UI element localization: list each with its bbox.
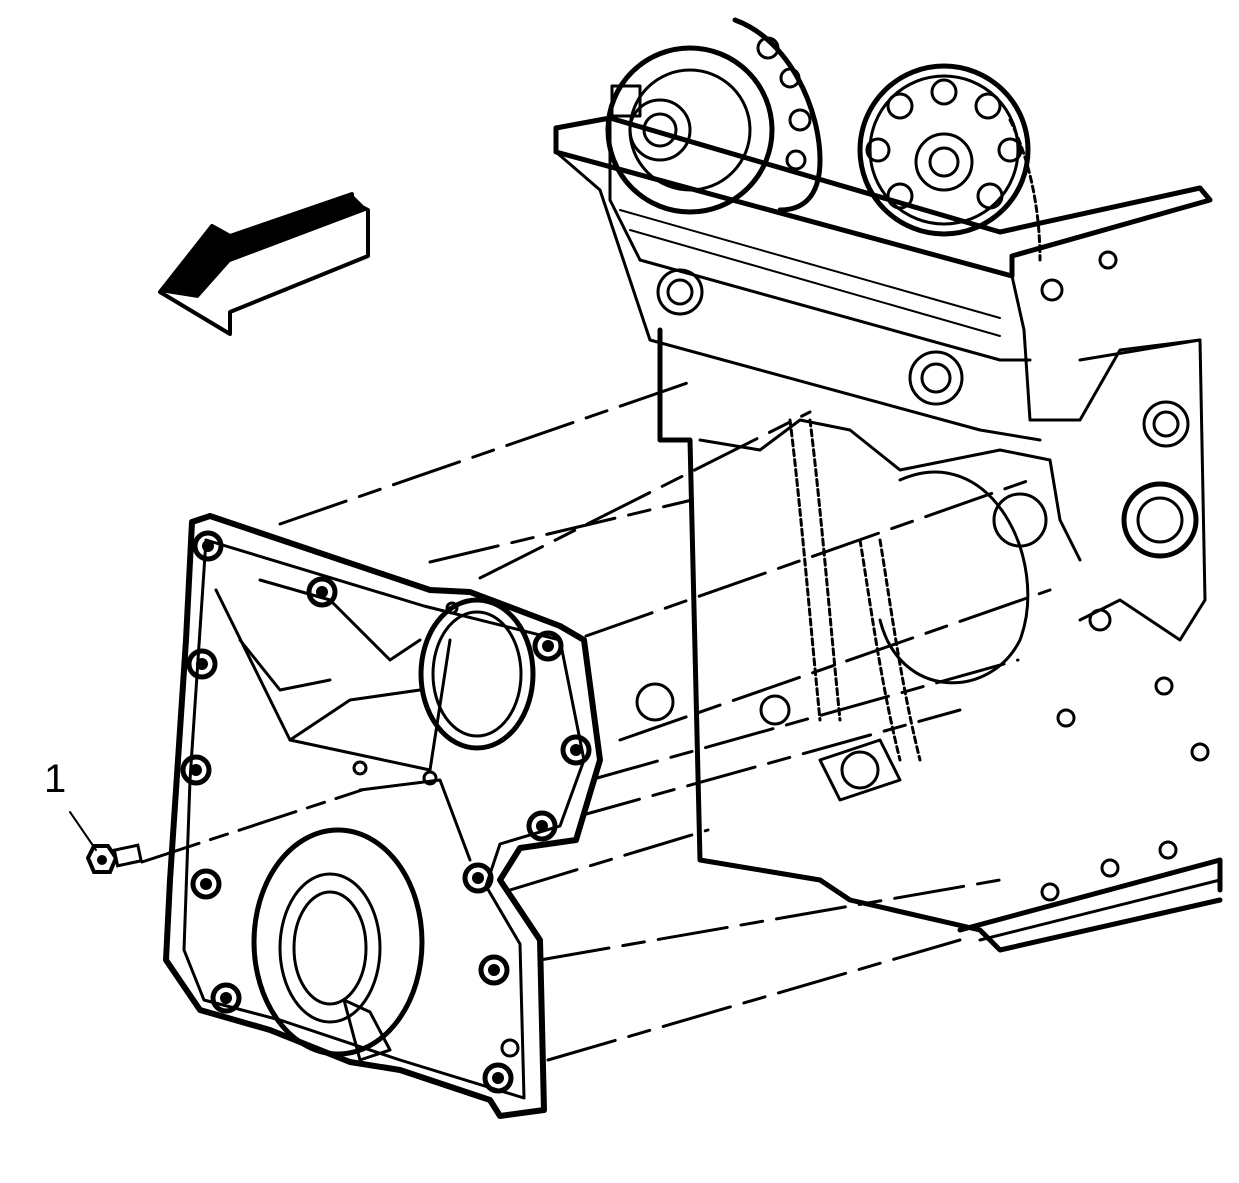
engine-block <box>553 17 1223 953</box>
callout-label-1: 1 <box>44 757 66 801</box>
arrow-left-icon <box>158 192 370 336</box>
alignment-lines <box>278 380 1052 1062</box>
callout-leader-line <box>69 811 97 851</box>
engine-front-cover <box>163 513 603 1119</box>
